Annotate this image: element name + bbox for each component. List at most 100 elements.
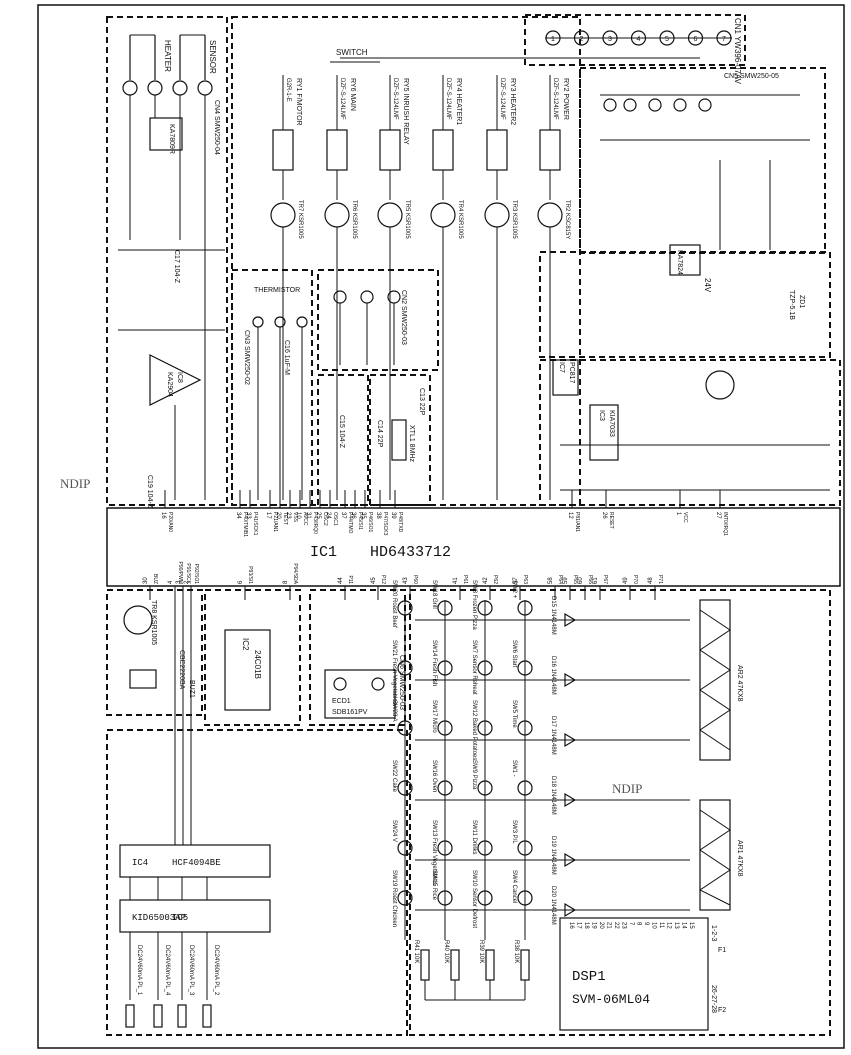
key-label: SW24 V	[391, 820, 397, 842]
ic1-pin-name: RESET	[608, 512, 614, 529]
cn1-pin-num: 2	[580, 36, 584, 43]
ic1-pin-name: P81/AN1	[574, 512, 580, 532]
key-resistor-label: R38 10K	[513, 940, 519, 963]
key-label: SW20 Roast Beef	[391, 580, 397, 628]
key-diode	[564, 732, 577, 748]
key-resistor	[420, 949, 430, 981]
key-resistor	[485, 949, 495, 981]
relay-ref: DZF-S-124LMF	[392, 78, 398, 120]
output-lamp	[177, 1004, 187, 1028]
c17-label: C17 104-Z	[173, 250, 180, 284]
dsp-pins-a: 1-2-3	[710, 925, 717, 941]
ic1-pin-num: 1	[675, 512, 681, 516]
relay-ref: DZF-S-124LMF	[552, 78, 558, 120]
ic1-pin-num: 23	[285, 512, 291, 519]
transistor-symbol	[430, 202, 456, 228]
sheet-border	[37, 4, 845, 1049]
output-lamp	[125, 1004, 135, 1028]
ic1-pin-num: 4	[168, 580, 174, 584]
key-resistor	[520, 949, 530, 981]
supply-block: CN5 SMW250-05 KA7824 24V ZD1 TZP-5.1B	[600, 73, 810, 320]
ic1-pin-name: P48/TXD	[397, 512, 403, 533]
ic1-pin-name: P60	[412, 575, 418, 584]
transistor-symbol	[324, 202, 350, 228]
ar2-label: AR2 47KX8	[736, 665, 743, 702]
dsp-pin: 16	[568, 922, 574, 929]
transistor-label: TR3 KSR1005	[511, 200, 517, 239]
ic1-pin-name: P61	[462, 575, 468, 584]
block-encoder	[309, 589, 406, 726]
driver-block: IC4 HCF4094BE IC5 KID65003AP DC24V60mA P…	[119, 590, 271, 1028]
diode-label: D15 1N4148M	[550, 596, 556, 635]
ic7-label: IC7	[558, 362, 565, 373]
dsp-pin: 10	[651, 922, 657, 929]
cn4-label: CN4 SMW250-04	[213, 100, 220, 155]
key-resistor	[450, 949, 460, 981]
ic1-pin-num: 16	[160, 512, 166, 519]
ndip-label-right: NDIP	[612, 781, 642, 796]
ic1-pin-num: 24	[325, 512, 331, 519]
ic1-pin-name: P45/SI1	[357, 512, 363, 530]
transistor-label: TR5 KSR1005	[404, 200, 410, 239]
key-label: SW21 Fresh Vegetables	[391, 640, 397, 705]
key-label: SW4 Cancel	[511, 870, 517, 903]
ic1-pin-num: 48	[648, 577, 654, 584]
key-label: SW15 Rice	[431, 870, 437, 901]
key-label: SW7 Sensor Reheat	[471, 640, 477, 695]
transistor-label: TR2 KSC815Y	[564, 200, 570, 239]
block-reset	[539, 359, 841, 506]
key-label: SW18 Grill	[431, 580, 437, 609]
ic1-pin-num: 61	[593, 577, 599, 584]
key-label: SW10 Sensor Defrost	[471, 870, 477, 928]
block-cn2	[317, 269, 439, 371]
ic1-pin-name: P46/SO1	[367, 512, 373, 533]
output-label: DC24V60mA PL_1	[136, 945, 142, 996]
ic1-pin-name: P47/SCK3	[382, 512, 388, 536]
ic1-pin-name: P40/TMIB1	[242, 512, 248, 537]
encoder-block: ECD1 SDB161PV CN6 SMW250-03	[324, 655, 405, 719]
ic5-label: IC5	[172, 913, 188, 923]
key-label: SW14 Fresh Fish	[431, 640, 437, 686]
key-label: SW3 P/L	[511, 820, 517, 844]
cn3-label: CN3 SMW250-02	[243, 330, 250, 385]
ic1-pin-name: P44/TMO	[347, 512, 353, 534]
ic1-pin-num: 25	[315, 512, 321, 519]
ic1-pin-name: P41/SCK1	[252, 512, 258, 536]
ic1-pin-name: BUZ	[152, 574, 158, 584]
block-cn1	[524, 14, 746, 66]
c14-label: C14 22P	[376, 420, 383, 448]
ic1-pin-name: P65	[572, 575, 578, 584]
output-lamp	[153, 1004, 163, 1028]
relay-coil	[272, 129, 294, 171]
ic1-pin-num: 33	[245, 512, 251, 519]
ic1-pin-name: OSC1	[332, 512, 338, 526]
diode-label: D17 1N4148M	[550, 716, 556, 755]
crystal-label: XTL1 8MHz	[408, 425, 415, 462]
ic1-pin-num: 30	[143, 577, 149, 584]
output-lamp	[202, 1004, 212, 1028]
ic1-pin-name: P66	[587, 575, 593, 584]
transistor-label: TR4 KSR1005	[457, 200, 463, 239]
c16-label: C16 1uF-M	[283, 340, 290, 375]
ic1-pin-num: 59	[563, 577, 569, 584]
ic1-pin-name: VCC	[682, 512, 688, 523]
dsp-pin: 22	[613, 922, 619, 929]
switch-label: SWITCH	[336, 48, 368, 57]
ic7-part: PC817	[568, 362, 575, 384]
c15-label: C15 104-Z	[338, 415, 345, 449]
dsp-f1: F1	[718, 947, 726, 954]
diode-label: D16 1N4148M	[550, 656, 556, 695]
ic1-body	[106, 507, 841, 587]
relay-ref: DZF-S-124LMF	[499, 78, 505, 120]
ic1-pin-name: P43/IRQ0	[312, 512, 318, 534]
sensor-label: SENSOR	[208, 40, 217, 74]
ic1-pin-num: 10	[295, 512, 301, 519]
ic1-pin-num: 31	[305, 512, 311, 519]
key-label: SW17 Micro	[431, 700, 437, 733]
ic1-pin-num: 3	[176, 580, 182, 584]
relay-coil	[539, 129, 561, 171]
ic5-part: KID65003AP	[132, 913, 186, 923]
ic1-pin-num: 60	[578, 577, 584, 584]
